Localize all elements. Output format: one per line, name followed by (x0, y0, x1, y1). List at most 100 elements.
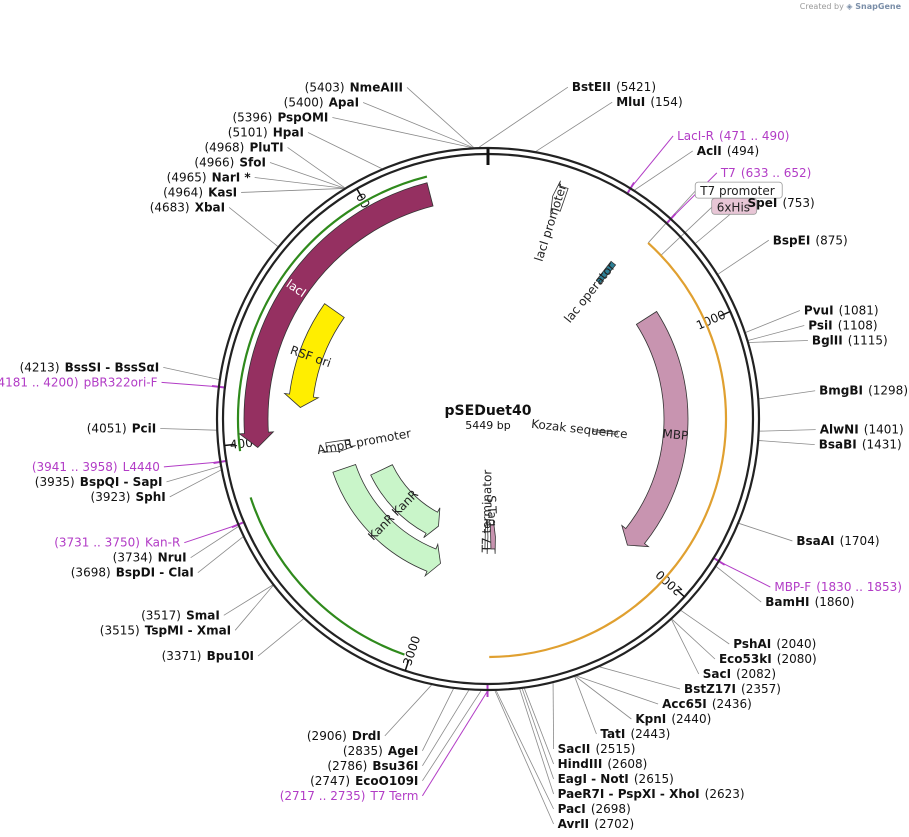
feature-ampr-promoter[interactable] (322, 438, 356, 453)
site-bglii[interactable]: BglII (1115) (812, 329, 888, 348)
site-sacii[interactable]: SacII (2515) (558, 738, 636, 757)
site-ecoo109i[interactable]: (2747) EcoO109I (310, 770, 418, 789)
site-nrui[interactable]: (3734) NruI (113, 547, 187, 566)
site-name: AlwNI (820, 423, 859, 437)
site-eco53ki[interactable]: Eco53kI (2080) (719, 648, 817, 667)
primer-name: LacI-R (677, 129, 714, 143)
tick-mark (675, 588, 686, 598)
site-leader (166, 465, 221, 483)
feature-laci[interactable] (238, 182, 434, 449)
site-pvui[interactable]: PvuI (1081) (804, 299, 879, 318)
site-name: BamHI (765, 595, 809, 609)
site-acli[interactable]: AclI (494) (697, 140, 759, 159)
site-pcii[interactable]: (4051) PciI (87, 418, 157, 437)
site-alwni[interactable]: AlwNI (1401) (820, 419, 904, 438)
site-nari[interactable]: (4965) NarI * (167, 166, 252, 185)
primer-name: pBR322ori-F (84, 375, 158, 389)
site-name: AgeI (388, 744, 418, 758)
site-position: (4968) (204, 140, 244, 154)
site-nmeaiii[interactable]: (5403) NmeAIII (305, 76, 403, 95)
site-bstz17i[interactable]: BstZ17I (2357) (684, 678, 781, 697)
site-leader (495, 690, 554, 810)
primer-t7-term[interactable]: (2717 .. 2735) T7 Term (280, 785, 419, 804)
site-eagi-noti[interactable]: EagI - NotI (2615) (558, 768, 674, 787)
primer-kan-r[interactable]: (3731 .. 3750) Kan-R (54, 532, 180, 551)
site-acc65i[interactable]: Acc65I (2436) (662, 693, 752, 712)
site-bmgbi[interactable]: BmgBI (1298) (819, 380, 908, 399)
site-leader (535, 101, 613, 152)
site-name: ApaI (329, 95, 359, 109)
site-bspei[interactable]: BspEI (875) (773, 229, 848, 248)
site-name: TatI (600, 727, 625, 741)
site-position: (2515) (595, 742, 635, 756)
site-position: (5403) (305, 80, 345, 94)
site-paci[interactable]: PacI (2698) (558, 798, 631, 817)
plasmid-center-label: pSEDuet40 5449 bp (445, 403, 532, 432)
site-pluti[interactable]: (4968) PluTI (204, 136, 283, 155)
site-mlui[interactable]: MluI (154) (616, 91, 682, 110)
site-agei[interactable]: (2835) AgeI (343, 740, 418, 759)
site-name: XbaI (195, 200, 225, 214)
site-position: (3515) (100, 623, 140, 637)
site-leader (575, 676, 632, 720)
site-bsssi-bsss-i[interactable]: (4213) BssSI - BssSαI (20, 356, 160, 375)
site-xbai[interactable]: (4683) XbaI (150, 196, 225, 215)
feature-mbp[interactable] (621, 310, 689, 548)
site-position: (2082) (736, 667, 776, 681)
site-spei[interactable]: SpeI (753) (748, 192, 815, 211)
site-bsaai[interactable]: BsaAI (1704) (796, 530, 879, 549)
site-pspomi[interactable]: (5396) PspOMI (232, 106, 328, 125)
feature-t7-terminator[interactable] (484, 519, 489, 555)
site-hpai[interactable]: (5101) HpaI (228, 121, 304, 140)
primer-pbr322ori-f[interactable]: (4181 .. 4200) pBR322ori-F (0, 371, 158, 390)
site-tati[interactable]: TatI (2443) (600, 723, 670, 742)
site-psii[interactable]: PsiI (1108) (808, 314, 877, 333)
site-pshai[interactable]: PshAI (2040) (733, 633, 816, 652)
site-tspmi-xmai[interactable]: (3515) TspMI - XmaI (100, 619, 231, 638)
site-paer7i-pspxi-xhoi[interactable]: PaeR7I - PspXI - XhoI (2623) (558, 783, 745, 802)
site-leader (634, 150, 694, 191)
site-kasi[interactable]: (4964) KasI (163, 181, 237, 200)
primer-t7[interactable]: T7 (633 .. 652) (720, 162, 812, 181)
site-saci[interactable]: SacI (2082) (703, 663, 776, 682)
site-bspdi-clai[interactable]: (3698) BspDI - ClaI (71, 562, 194, 581)
orf-arcs (236, 175, 728, 659)
site-position: (2436) (712, 697, 752, 711)
site-bsteii[interactable]: BstEII (5421) (572, 76, 656, 95)
site-bpu10i[interactable]: (3371) Bpu10I (162, 645, 254, 664)
feature-lac-operator[interactable] (595, 260, 617, 285)
feature-kanr[interactable] (332, 463, 441, 578)
feature-s-tag[interactable] (489, 519, 496, 554)
site-smai[interactable]: (3517) SmaI (141, 604, 220, 623)
primer-leader (421, 690, 488, 797)
site-bsu36i[interactable]: (2786) Bsu36I (327, 755, 418, 774)
site-bamhi[interactable]: BamHI (1860) (765, 591, 854, 610)
site-apai[interactable]: (5400) ApaI (284, 91, 359, 110)
primer-mbp-f[interactable]: MBP-F (1830 .. 1853) (774, 576, 902, 595)
feature-kanr[interactable] (370, 464, 441, 539)
feature-kozak-sequence[interactable] (592, 429, 618, 435)
primer-name: L4440 (123, 460, 160, 474)
feature-rsf-ori[interactable] (283, 303, 345, 408)
primer-laci-r[interactable]: LacI-R (471 .. 490) (677, 125, 789, 144)
site-position: (1860) (815, 595, 855, 609)
site-sphi[interactable]: (3923) SphI (91, 486, 166, 505)
site-kpni[interactable]: KpnI (2440) (635, 708, 711, 727)
primer-l4440[interactable]: (3941 .. 3958) L4440 (32, 456, 160, 475)
site-bspqi-sapi[interactable]: (3935) BspQI - SapI (35, 471, 163, 490)
site-avrii[interactable]: AvrII (2702) (558, 813, 635, 832)
site-hindiii[interactable]: HindIII (2608) (558, 753, 648, 772)
site-name: HindIII (558, 757, 603, 771)
site-sfoi[interactable]: (4966) SfoI (194, 151, 266, 170)
site-leader (307, 132, 382, 169)
site-name: HpaI (273, 125, 304, 139)
site-leader (241, 188, 344, 193)
site-drdi[interactable]: (2906) DrdI (307, 725, 381, 744)
credit-brand: SnapGene (855, 2, 901, 11)
site-name: Bpu10I (207, 649, 254, 663)
site-leader (759, 440, 815, 446)
site-leader (228, 207, 279, 247)
site-position: (154) (650, 95, 682, 109)
site-bsabi[interactable]: BsaBI (1431) (819, 434, 902, 453)
feature-laci-promoter[interactable] (550, 180, 569, 214)
